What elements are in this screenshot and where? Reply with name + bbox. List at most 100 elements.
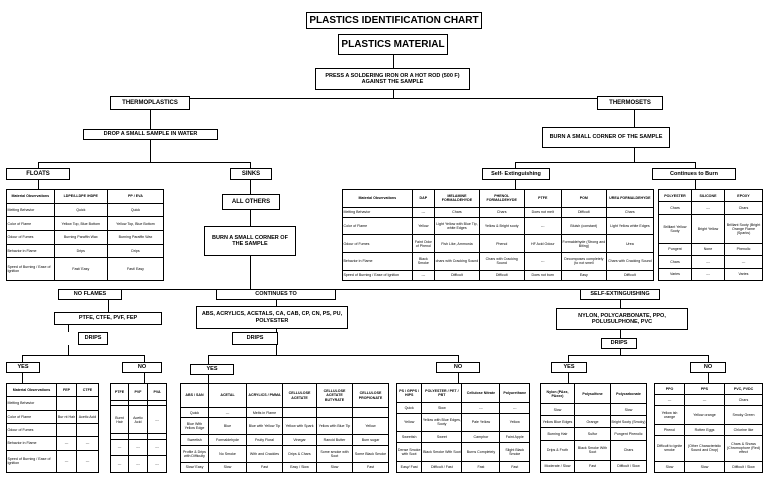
no-node-1: NO	[122, 362, 162, 373]
table-cell: ---	[411, 269, 436, 282]
connector	[38, 180, 39, 189]
table-row: Chars------	[658, 255, 763, 269]
table-cell	[352, 407, 389, 419]
table-header-cell: PVA	[147, 383, 167, 401]
table-cell: Bur nt Hair	[56, 409, 77, 424]
table-cell: Blue	[208, 417, 247, 436]
table-header-cell: PTFE	[523, 189, 562, 208]
table-cell: Drips & Froth	[540, 439, 575, 461]
table-header-cell: POM	[560, 189, 607, 208]
drips-node-3: DRIPS	[601, 338, 637, 349]
connector	[634, 110, 635, 127]
table-cell: ---	[208, 407, 247, 419]
table-cell: Chars & Shows (Chromophore (Red) effect	[724, 434, 763, 462]
row-label: Melting Behavior	[6, 396, 57, 411]
row-label: Odour of Fumes	[342, 234, 413, 253]
table-cell: ---	[654, 394, 685, 407]
sinks-node: SINKS	[230, 168, 272, 180]
table-row: Melting Behavior	[6, 396, 99, 411]
table-cell: Pungent	[658, 242, 692, 257]
table-cell	[76, 396, 99, 411]
table-cell: Fast/ Easy	[53, 257, 108, 281]
connector	[108, 289, 620, 290]
abs-group-node: ABS, ACRYLICS, ACETALS, CA, CAB, CP, CN,…	[196, 306, 348, 329]
table-row: ---------	[110, 455, 167, 473]
table-cell: Burn sugar	[352, 434, 389, 446]
table-cell: Decomposes completely (to not smell	[560, 252, 607, 271]
table-cell: Easy/ Fast	[395, 460, 423, 474]
table-cell: Burning Paraffin Wax	[53, 229, 108, 245]
thermoplastics-node: THERMOPLASTICS	[110, 96, 190, 110]
table-cell: Does not melt	[523, 206, 562, 218]
table-header-cell: PVF	[128, 383, 148, 401]
table-header-cell: PVC, PVDC	[724, 382, 763, 396]
table-header-cell: PP / EVA	[106, 189, 165, 204]
table-header-cell: ACRYLICS / PMMA	[246, 382, 283, 409]
table-cell: Fast	[574, 459, 611, 474]
self-extinguishing-node: Self- Extinguishing	[482, 168, 550, 180]
connector	[695, 162, 696, 168]
connector	[568, 373, 569, 383]
table-cell: ---	[691, 201, 725, 215]
table-cell: Slow	[684, 460, 725, 474]
row-label: Odour of Fumes	[6, 422, 57, 438]
table-cell: Urea	[605, 234, 655, 253]
continues-to-node: CONTINUES TO	[216, 289, 336, 300]
table-cell: Fast/ Easy	[106, 257, 165, 281]
table-cell: Black Smoke	[411, 252, 436, 271]
table-cell: Light Yellow with Blue Tip, white Edges	[434, 216, 480, 236]
table-cell: Fish Like, Ammonia	[434, 234, 480, 253]
table-cell: ---	[147, 455, 167, 473]
table-header-cell: CELLULOSE ACETATE BUTYRATE	[316, 382, 353, 409]
connector	[208, 355, 209, 364]
row-label: Odour of Fumes	[6, 229, 55, 245]
burn-corner-thermoset-step: BURN A SMALL CORNER OF THE SAMPLE	[542, 127, 670, 148]
table-cell: Some smoke with Soot	[316, 444, 353, 463]
table-cell: Slow	[421, 401, 463, 414]
table-cell: Difficult / Slow	[610, 459, 647, 474]
connector	[393, 90, 394, 98]
connector	[22, 355, 144, 356]
table-header-cell: PHENOL FORMALDEHYDE	[478, 189, 525, 208]
table-header-cell: EPOXY	[724, 188, 763, 203]
table-cell: Yellow & Bright sooty	[478, 216, 525, 236]
table-cell	[147, 433, 167, 440]
table-cell: Drips	[106, 243, 165, 259]
table-cell: Acetic Acid	[76, 409, 99, 424]
table-header-cell: Polycarbonate	[610, 382, 647, 405]
row-label: Color of Flame	[6, 216, 55, 231]
nylon-group-node: NYLON, POLYCARBONATE, PPO, POLUSULPHONE,…	[556, 308, 688, 330]
table-cell: Sweet	[421, 431, 463, 444]
table-cell: ---	[76, 449, 99, 474]
table-row: Chars---Chars	[658, 201, 763, 215]
table-cell: Smoky Green	[724, 405, 763, 425]
table-cell: Black Smoke With Soot	[421, 442, 463, 462]
table-row: ---------	[110, 438, 167, 457]
row-label: Speed of Burning / Ease of Ignition	[342, 269, 413, 282]
connector	[208, 355, 458, 356]
burn-corner-step: BURN A SMALL CORNER OF THE SAMPLE	[204, 226, 296, 256]
table-cell: Fast	[246, 461, 283, 474]
table-cell: Difficult / Fast	[421, 460, 463, 474]
table-cell: Yellow orange	[684, 405, 725, 425]
table-cell: Chars	[724, 201, 763, 215]
drop-water-step: DROP A SMALL SAMPLE IN WATER	[83, 129, 218, 140]
connector	[38, 162, 39, 168]
table-cell: Slow	[208, 461, 247, 474]
connector	[695, 180, 696, 189]
table-header-cell: PPO	[654, 382, 685, 396]
table-cell: Slow/ Easy	[180, 461, 209, 474]
table-cell: Chars with Cracking Sound	[605, 252, 655, 271]
table-cell: Difficult	[605, 269, 655, 282]
table-cell: Burning Paraffin Wax	[106, 229, 165, 245]
table-cell	[147, 399, 167, 407]
